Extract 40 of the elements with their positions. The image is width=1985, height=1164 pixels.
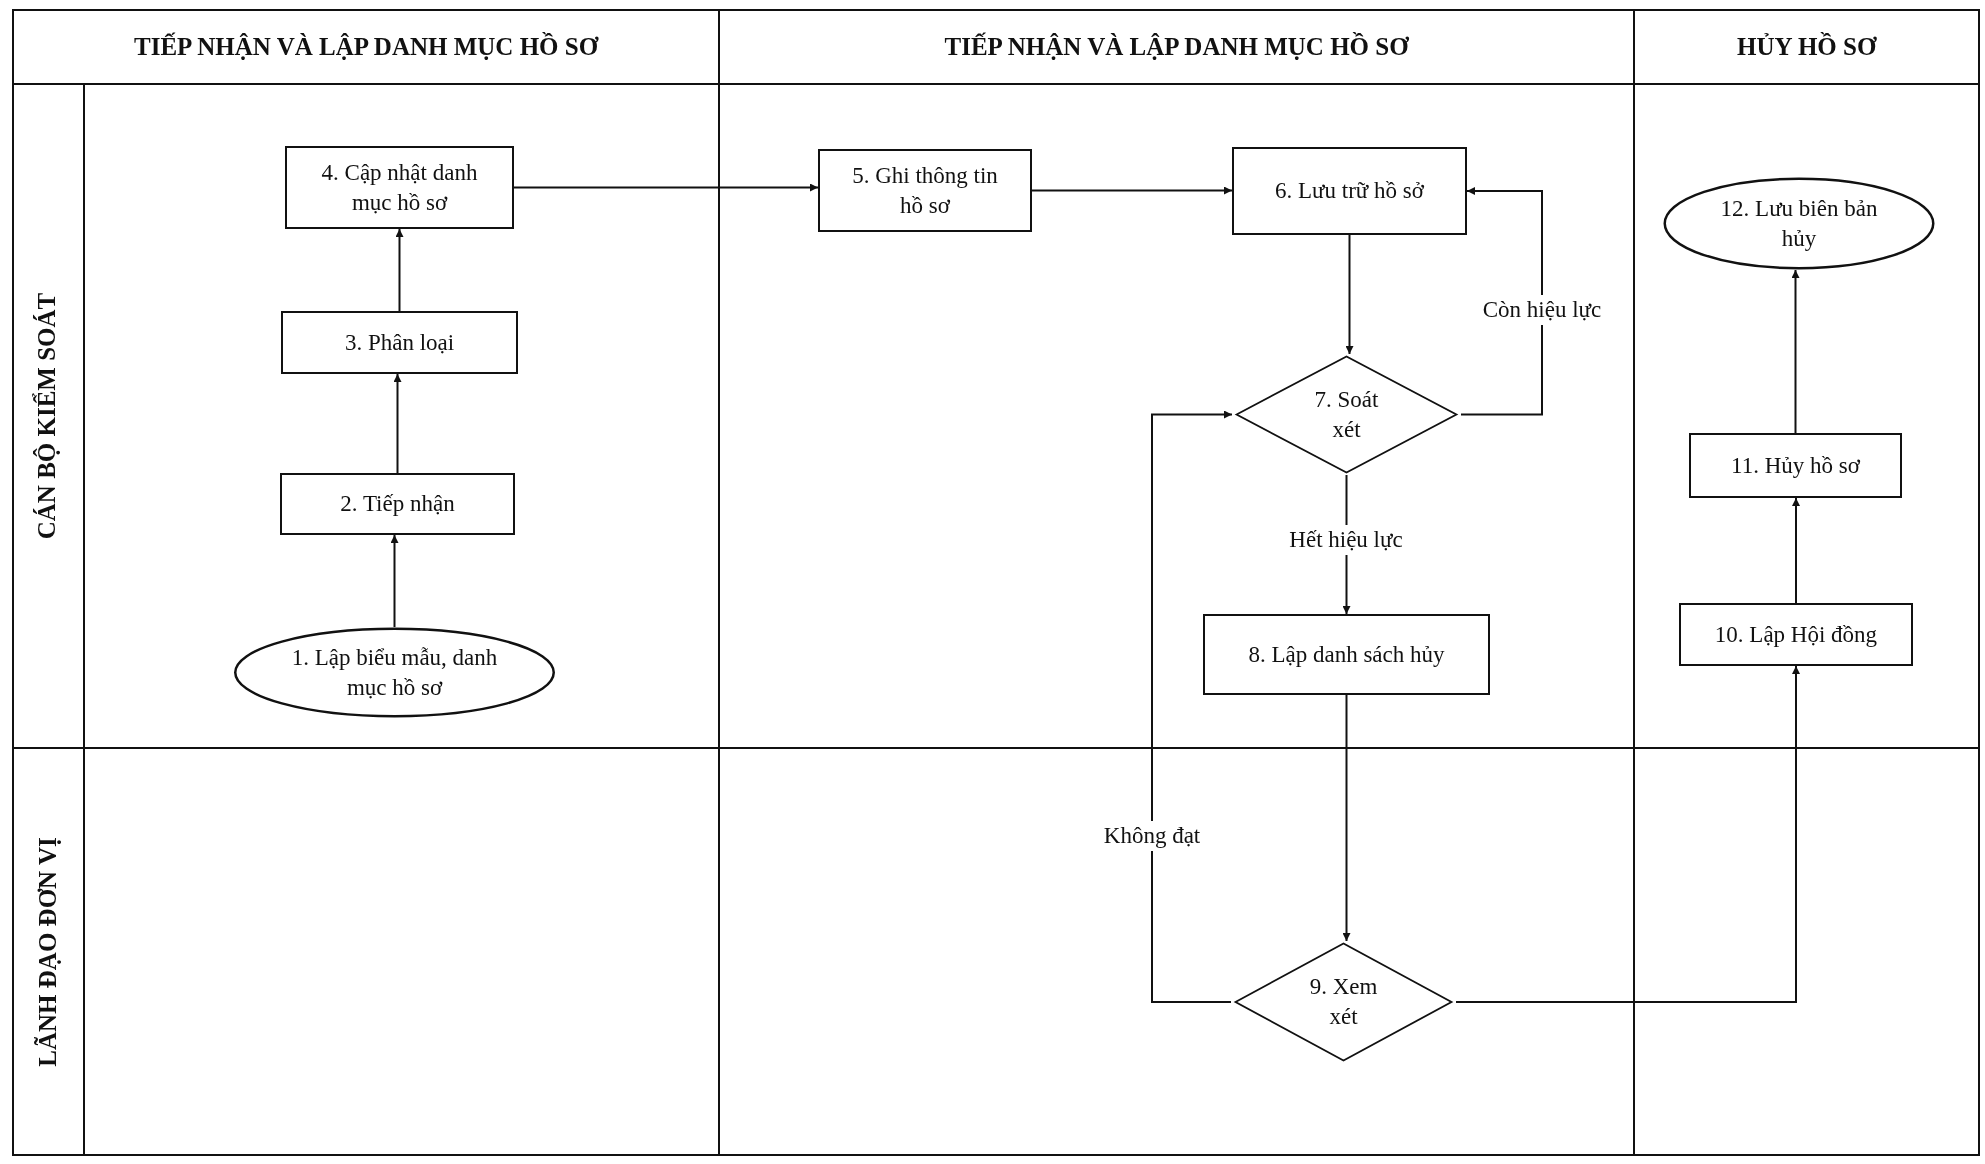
- arrow: [1342, 694, 1351, 942]
- lane-label: LÃNH ĐẠO ĐƠN VỊ: [33, 836, 62, 1067]
- arrow: [1791, 269, 1800, 434]
- step-label: 2. Tiếp nhận: [339, 490, 456, 518]
- step-label: 9. Xem xét: [1308, 973, 1379, 1031]
- column-header: TIẾP NHẬN VÀ LẬP DANH MỤC HỒ SƠ: [944, 33, 1409, 61]
- step-label: 5. Ghi thông tin hồ sơ: [851, 161, 999, 220]
- arrow: [395, 228, 404, 312]
- step-label: 7. Soát xét: [1313, 385, 1380, 444]
- step-label: 10. Lập Hội đồng: [1713, 620, 1879, 649]
- step-label: 12. Lưu biên bản hủy: [1719, 194, 1879, 253]
- decision-diamond: [1232, 354, 1461, 475]
- column-header: HỦY HỒ SƠ: [1737, 33, 1877, 61]
- arrow: [1151, 410, 1233, 1003]
- step-label: 11. Hủy hồ sơ: [1730, 451, 1861, 480]
- process-box: [280, 473, 515, 535]
- arrow: [1460, 187, 1543, 416]
- process-box: [281, 311, 518, 374]
- step-label: 1. Lập biểu mẫu, danh mục hồ sơ: [290, 643, 499, 702]
- start-end-ellipse: [1662, 177, 1936, 270]
- step-label: 4. Cập nhật danh mục hồ sơ: [320, 158, 479, 217]
- step-label: 3. Phân loại: [343, 328, 456, 357]
- process-box: [1679, 603, 1913, 666]
- lane-label: CÁN BỘ KIỂM SOÁT: [32, 292, 61, 540]
- step-label: 8. Lập danh sách hủy: [1247, 640, 1446, 669]
- process-box: [285, 146, 514, 229]
- arrow: [393, 373, 402, 474]
- arrow: [513, 183, 819, 192]
- arrow: [1792, 497, 1800, 604]
- start-end-ellipse: [232, 627, 557, 718]
- process-box: [1203, 614, 1490, 695]
- process-box: [1232, 147, 1467, 235]
- column-header: TIẾP NHẬN VÀ LẬP DANH MỤC HỒ SƠ: [134, 33, 599, 61]
- arrow: [1345, 234, 1354, 355]
- process-box: [818, 149, 1032, 232]
- arrow: [1031, 186, 1233, 195]
- process-box: [1689, 433, 1902, 498]
- arrow: [390, 534, 399, 628]
- step-label: 6. Lưu trữ hồ sở: [1274, 177, 1425, 205]
- arrow: [1455, 665, 1800, 1003]
